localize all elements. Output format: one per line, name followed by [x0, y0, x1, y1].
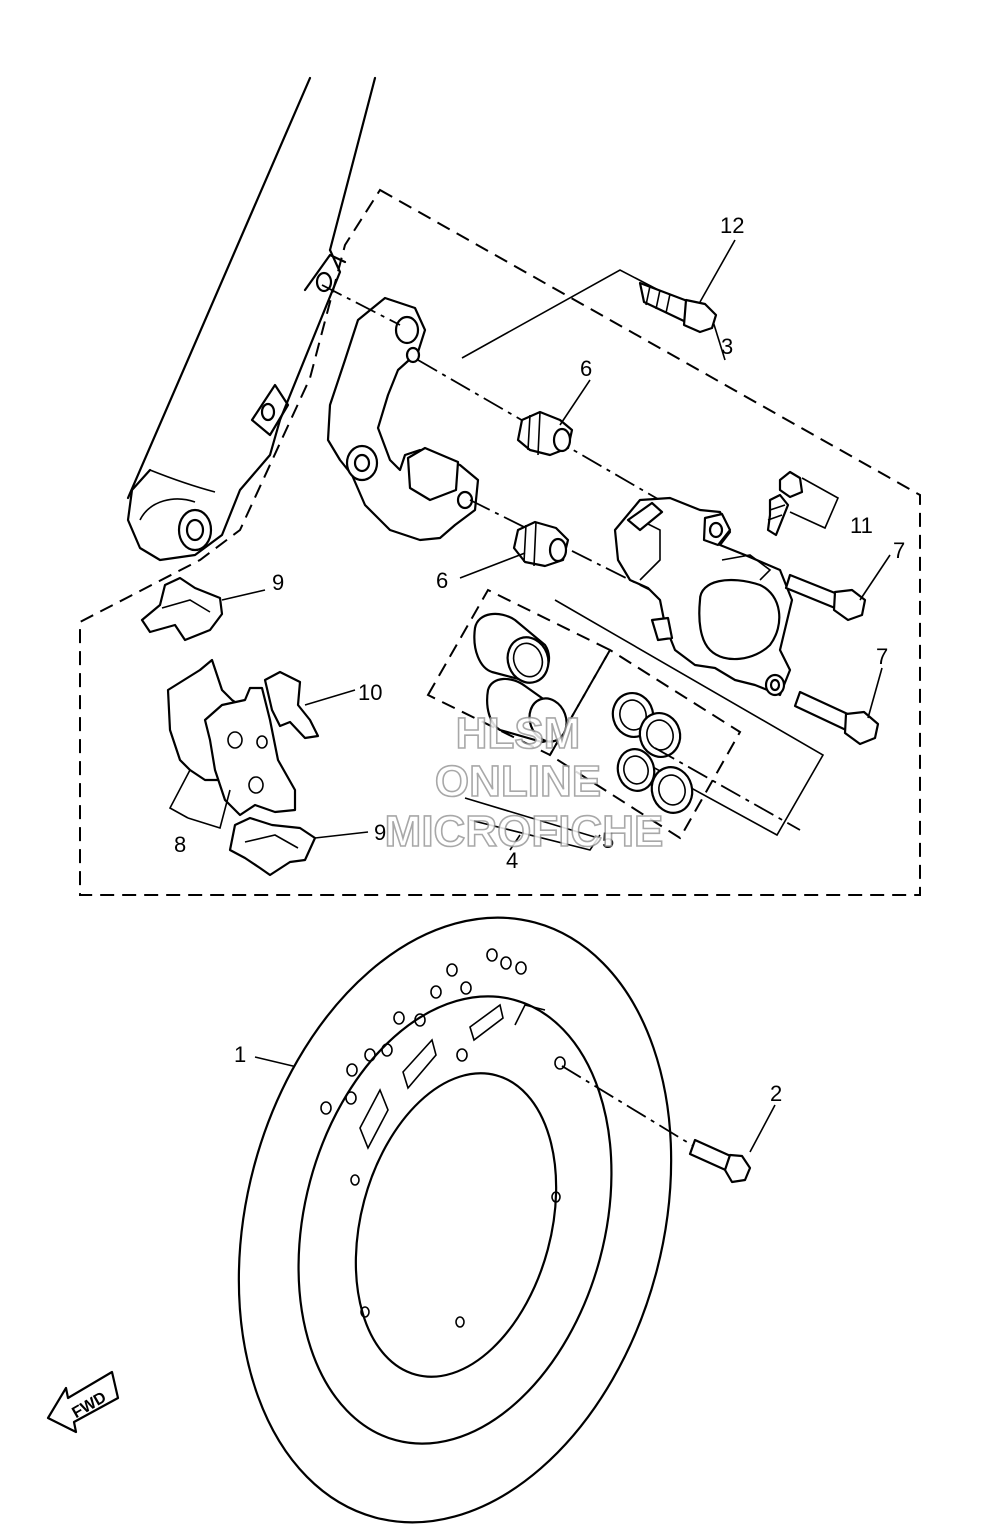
bracket-bolt [638, 281, 718, 334]
callout-12: 12 [720, 213, 744, 238]
callout-4: 4 [506, 848, 518, 873]
watermark: HLSM ONLINE MICROFICHE [384, 708, 664, 857]
watermark-line-2: ONLINE [435, 757, 601, 806]
caliper-body [613, 496, 794, 697]
callout-10: 10 [358, 680, 382, 705]
disc-bolt [688, 1138, 752, 1184]
callout-numbers: 12 3 6 11 7 6 9 7 10 9 5 8 4 1 2 [174, 213, 905, 1106]
callout-3: 3 [721, 334, 733, 359]
callout-9-upper: 9 [272, 570, 284, 595]
watermark-line-3: MICROFICHE [385, 807, 664, 856]
callout-7-lower: 7 [876, 644, 888, 669]
brake-pads [166, 658, 297, 817]
front-fork-leg [126, 76, 377, 562]
pin-bolt-lower [793, 690, 880, 746]
callout-5: 5 [602, 828, 614, 853]
piston-seals [611, 692, 694, 814]
caliper-bracket [326, 296, 480, 542]
pad-spring-lower [228, 816, 317, 877]
pin-bolt-upper [784, 573, 867, 622]
slide-pin-boot-upper [516, 410, 574, 457]
piston-inner [486, 677, 568, 744]
callout-2: 2 [770, 1081, 782, 1106]
callout-6-upper: 6 [580, 356, 592, 381]
pad-shim [263, 670, 320, 740]
fwd-arrow-icon: FWD [46, 1370, 120, 1434]
bleed-screw [766, 470, 804, 537]
brake-disc [237, 916, 673, 1524]
slide-pin-boot-lower [512, 520, 570, 568]
callout-leaders [168, 239, 891, 1153]
pad-spring-upper [140, 576, 224, 642]
watermark-line-1: HLSM [456, 709, 581, 758]
caliper-assembly-boundary [79, 188, 921, 896]
piston-outer [473, 612, 551, 684]
callout-6-lower: 6 [436, 568, 448, 593]
callout-9-lower: 9 [374, 820, 386, 845]
callout-7-upper: 7 [893, 538, 905, 563]
callout-11: 11 [850, 513, 873, 538]
callout-1: 1 [234, 1042, 246, 1067]
callout-8: 8 [174, 832, 186, 857]
